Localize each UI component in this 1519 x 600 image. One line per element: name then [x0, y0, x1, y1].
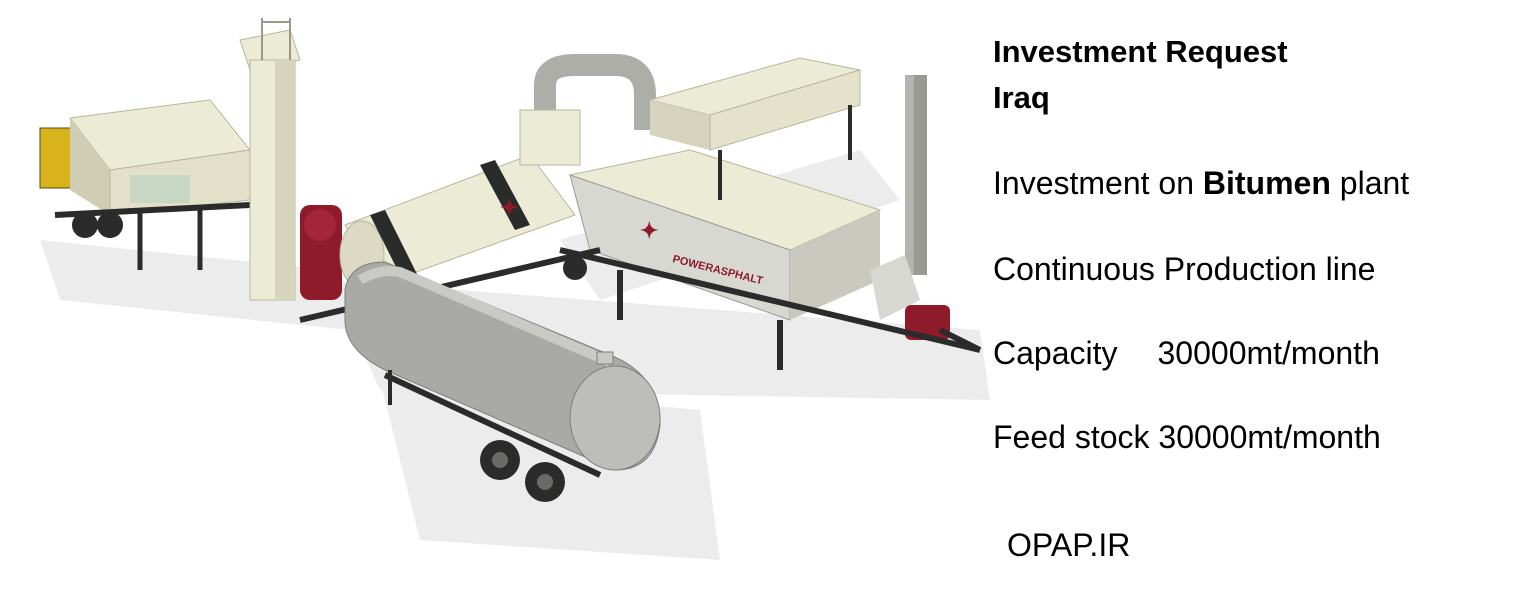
drum-dryer: ✦ [339, 154, 576, 290]
heading-line-1: Investment Request [993, 34, 1288, 69]
duct-pipe [534, 54, 656, 130]
bag-filter-unit: ✦ POWERASPHALT [568, 149, 882, 321]
cold-feed-bins [648, 57, 861, 200]
burner-motor [300, 205, 342, 300]
bitumen-tank-trailer [344, 261, 661, 502]
chimney-stack [870, 75, 950, 340]
investment-bold: Bitumen [1202, 165, 1331, 201]
investment-suffix: plant [1330, 165, 1410, 201]
feeder-trailer [39, 99, 251, 270]
svg-text:✦: ✦ [640, 218, 658, 243]
trailer-wheel [563, 256, 587, 280]
heading-line-2: Iraq [993, 80, 1050, 115]
capacity-value: 30000mt/month [1157, 335, 1380, 371]
capacity-label: Capacity [993, 335, 1118, 371]
bucket-elevator [239, 18, 301, 301]
bitumen-plant-illustration: ✦ ✦ POWERASPHALT [39, 18, 990, 560]
website-label: OPAP.IR [1007, 527, 1131, 563]
capacity-line: Capacity 30000mt/month [993, 333, 1380, 373]
feed-stock-line: Feed stock 30000mt/month [993, 419, 1381, 455]
investment-line: Investment on Bitumen plant [993, 163, 1409, 203]
investment-prefix: Investment on [993, 165, 1203, 201]
svg-text:✦: ✦ [500, 195, 518, 220]
production-line: Continuous Production line [993, 251, 1376, 287]
cyclone-box [519, 109, 581, 166]
